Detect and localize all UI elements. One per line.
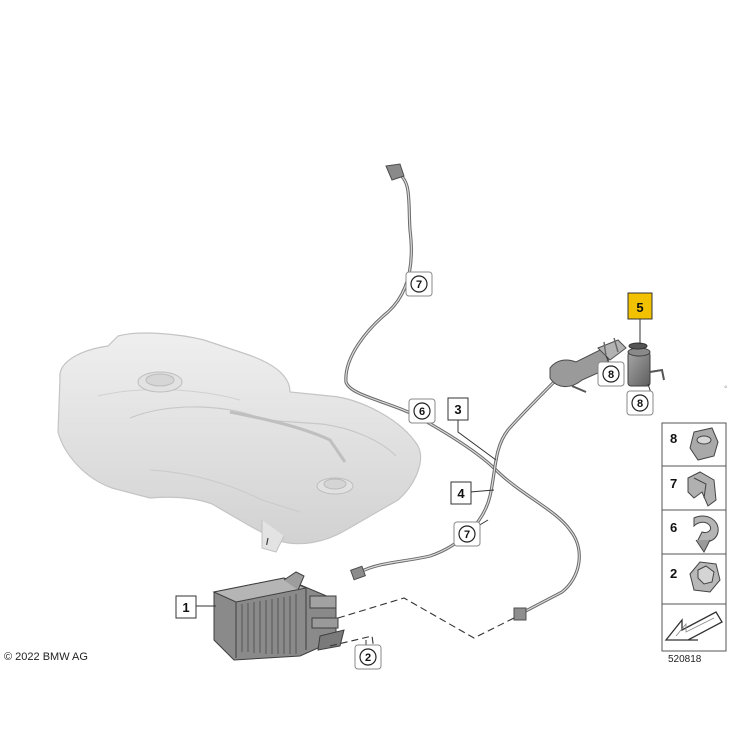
legend-item-2-label: 2 xyxy=(670,566,677,581)
callout-6[interactable]: 6 xyxy=(408,398,436,424)
callout-7-upper[interactable]: 7 xyxy=(405,271,433,297)
hex-nut-icon xyxy=(689,561,721,593)
callout-5[interactable]: 5 xyxy=(627,292,653,320)
callout-8-right-label: 8 xyxy=(637,398,643,410)
edge-marker: ◦ xyxy=(724,382,728,393)
callout-8-left[interactable]: 8 xyxy=(597,361,625,387)
fuel-tank xyxy=(57,332,422,553)
dashed-leaders xyxy=(265,537,515,651)
callout-1-label: 1 xyxy=(182,600,189,615)
callout-4[interactable]: 4 xyxy=(450,481,472,505)
callout-7-upper-label: 7 xyxy=(416,279,422,291)
fuel-line-4 xyxy=(350,374,562,581)
legend-item-7-label: 7 xyxy=(670,476,677,491)
legend-item-8-label: 8 xyxy=(670,431,677,446)
legend-item-8[interactable]: 8 xyxy=(670,427,719,461)
callout-3[interactable]: 3 xyxy=(447,397,469,421)
callout-8-right[interactable]: 8 xyxy=(626,390,654,416)
legend-panel: 8 7 6 2 xyxy=(661,422,727,652)
copyright-text: © 2022 BMW AG xyxy=(4,651,88,663)
callout-3-label: 3 xyxy=(454,402,461,417)
legend-item-6-label: 6 xyxy=(670,520,677,535)
legend-item-6[interactable]: 6 xyxy=(670,515,719,553)
reference-number: 520818 xyxy=(668,654,702,665)
callout-5-label: 5 xyxy=(636,300,643,315)
nut-clip-icon xyxy=(689,427,719,461)
callout-2-label: 2 xyxy=(365,652,371,664)
legend-item-7[interactable]: 7 xyxy=(670,471,717,507)
callout-8-left-label: 8 xyxy=(608,369,614,381)
callout-1[interactable]: 1 xyxy=(175,595,197,619)
cable-clip-icon xyxy=(693,515,719,553)
hose-clip-icon xyxy=(687,471,717,507)
callout-4-label: 4 xyxy=(457,486,465,501)
callout-7-lower[interactable]: 7 xyxy=(453,521,481,547)
carbon-canister xyxy=(212,571,345,661)
callout-2[interactable]: 2 xyxy=(354,644,382,670)
vent-line-upper xyxy=(344,163,581,621)
part-5-cylinder xyxy=(627,342,665,387)
callout-6-label: 6 xyxy=(419,406,425,418)
arrow-icon xyxy=(664,611,723,641)
callout-7-lower-label: 7 xyxy=(464,529,470,541)
legend-item-2[interactable]: 2 xyxy=(670,561,721,593)
